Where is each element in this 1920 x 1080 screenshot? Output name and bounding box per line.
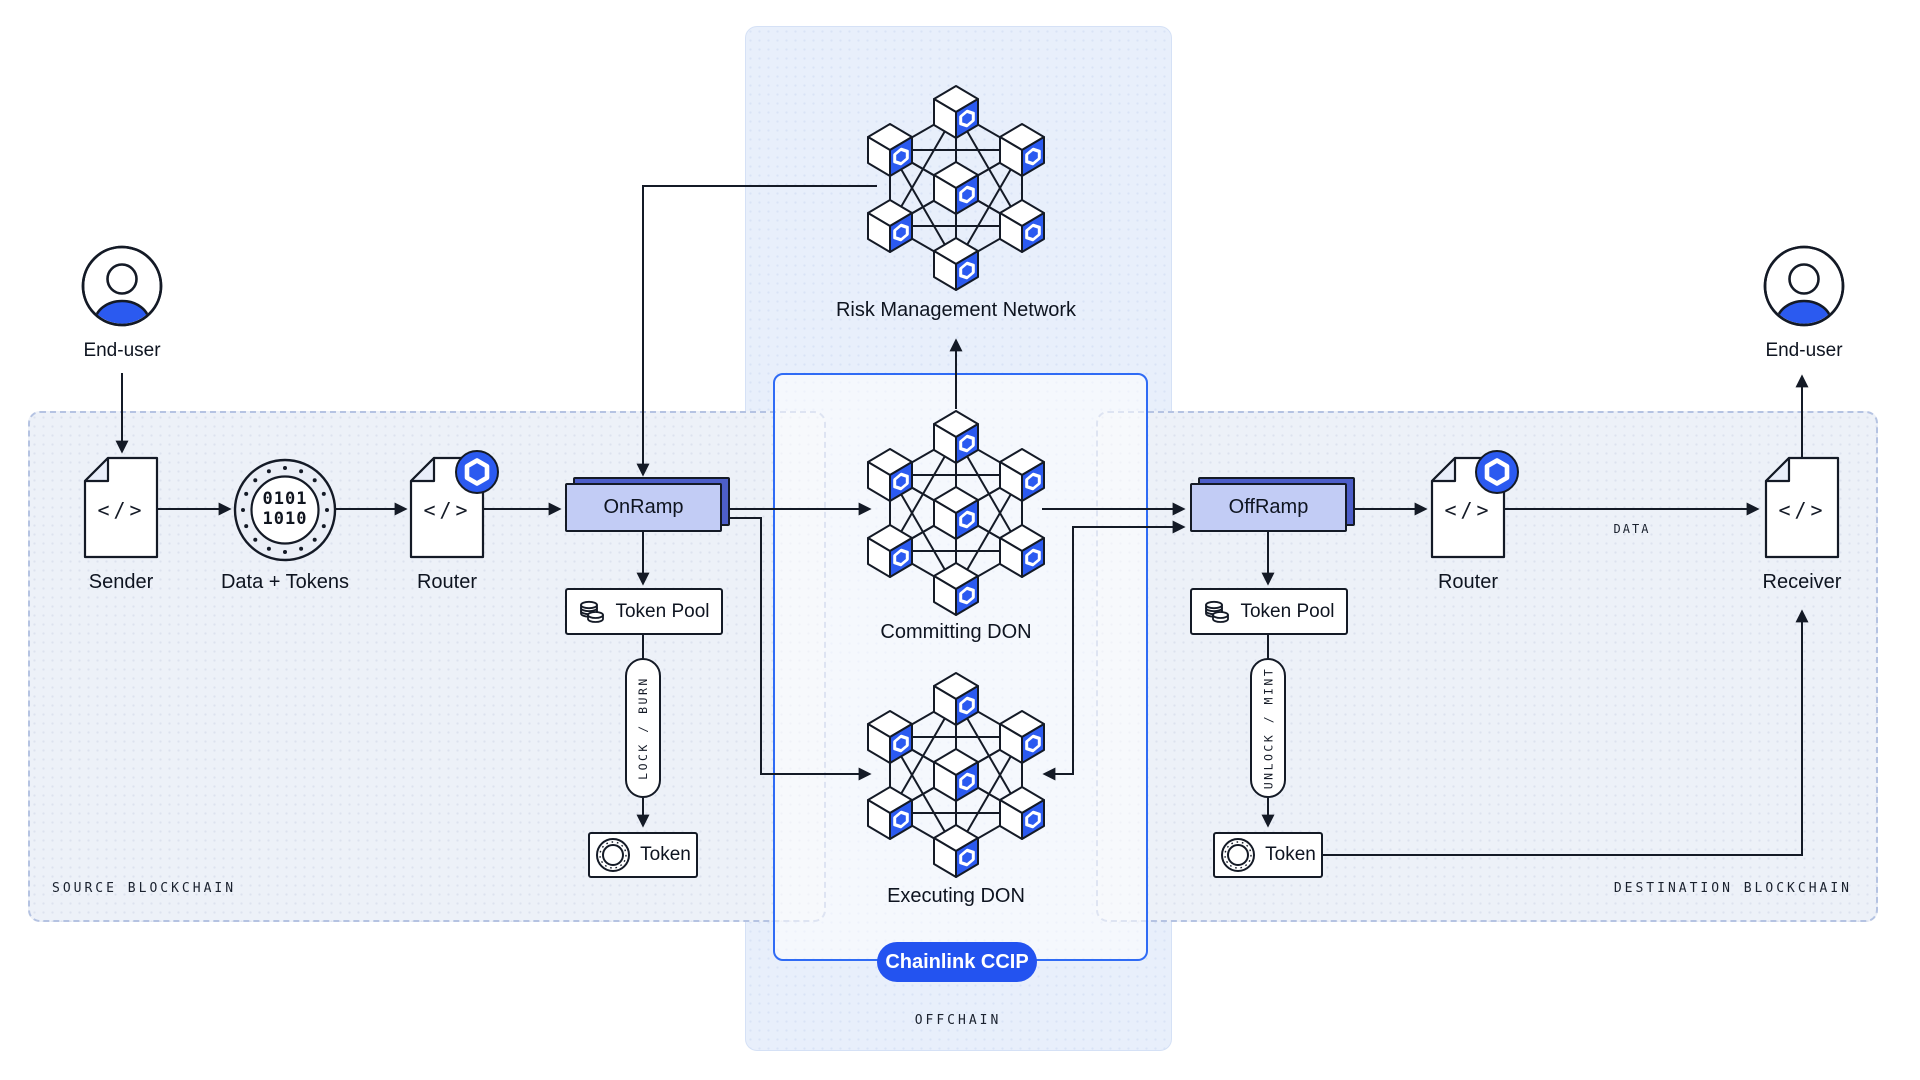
executing-don-cluster xyxy=(868,673,1044,877)
router-source-label: Router xyxy=(416,571,478,593)
binary-text: 0101 1010 xyxy=(235,489,335,529)
token-pool-source-box: Token Pool xyxy=(565,588,723,635)
coin-stack-icon xyxy=(1205,600,1230,623)
token-destination-box: Token xyxy=(1213,832,1323,878)
token-source-box: Token xyxy=(588,832,698,878)
source-blockchain-label: SOURCE BLOCKCHAIN xyxy=(52,881,237,896)
end-user-label-source: End-user xyxy=(83,340,161,361)
executing-don-label: Executing DON xyxy=(887,885,1025,907)
onramp-box: OnRamp xyxy=(565,483,722,532)
chainlink-ccip-label: Chainlink CCIP xyxy=(885,950,1029,973)
token-pool-destination-label: Token Pool xyxy=(1240,600,1335,622)
end-user-label-destination: End-user xyxy=(1765,340,1843,361)
unlock-mint-label: UNLOCK / MINT xyxy=(1261,666,1276,790)
risk-management-network-cluster xyxy=(868,86,1044,290)
edge-token-to-receiver xyxy=(1323,609,1809,856)
router-destination-code-glyph: </> xyxy=(1444,498,1493,522)
data-edge-label: DATA xyxy=(1613,522,1651,536)
router-source-code-glyph: </> xyxy=(423,498,472,522)
token-coin-icon xyxy=(596,838,631,872)
end-user-avatar-source xyxy=(83,247,161,343)
unlock-mint-pill: UNLOCK / MINT xyxy=(1250,658,1286,798)
receiver-code-glyph: </> xyxy=(1778,498,1827,522)
edge-executing-offramp xyxy=(1042,520,1186,781)
token-pool-destination-box: Token Pool xyxy=(1190,588,1348,635)
edge-rmn-to-onramp xyxy=(636,185,877,477)
risk-management-network-label: Risk Management Network xyxy=(835,299,1077,321)
committing-don-label: Committing DON xyxy=(880,621,1032,643)
edges xyxy=(115,185,1809,856)
token-coin-icon xyxy=(1221,838,1256,872)
lock-burn-label: LOCK / BURN xyxy=(636,676,651,780)
data-tokens-label: Data + Tokens xyxy=(220,571,350,593)
lock-burn-pill: LOCK / BURN xyxy=(625,658,661,798)
token-destination-label: Token xyxy=(1265,844,1316,865)
offramp-box: OffRamp xyxy=(1190,483,1347,532)
chainlink-ccip-pill: Chainlink CCIP xyxy=(877,942,1037,982)
end-user-avatar-destination xyxy=(1765,247,1843,343)
coin-stack-icon xyxy=(580,600,605,623)
offramp-node: OffRamp xyxy=(1190,477,1355,532)
binary-ring-icon xyxy=(233,458,337,562)
token-pool-source-label: Token Pool xyxy=(615,600,710,622)
receiver-label: Receiver xyxy=(1762,571,1842,593)
sender-code-glyph: </> xyxy=(97,498,146,522)
token-source-label: Token xyxy=(640,844,691,865)
committing-don-cluster xyxy=(868,411,1044,615)
binary-line-2: 1010 xyxy=(262,509,308,529)
offchain-label: OFFCHAIN xyxy=(914,1013,1002,1028)
chainlink-badge-source xyxy=(456,451,498,493)
edge-onramp-to-executing xyxy=(722,517,872,781)
onramp-node: OnRamp xyxy=(565,477,730,532)
binary-line-1: 0101 xyxy=(262,489,308,509)
sender-label: Sender xyxy=(88,571,154,593)
destination-blockchain-label: DESTINATION BLOCKCHAIN xyxy=(1613,881,1852,896)
chainlink-badge-destination xyxy=(1476,451,1518,493)
router-destination-label: Router xyxy=(1437,571,1499,593)
